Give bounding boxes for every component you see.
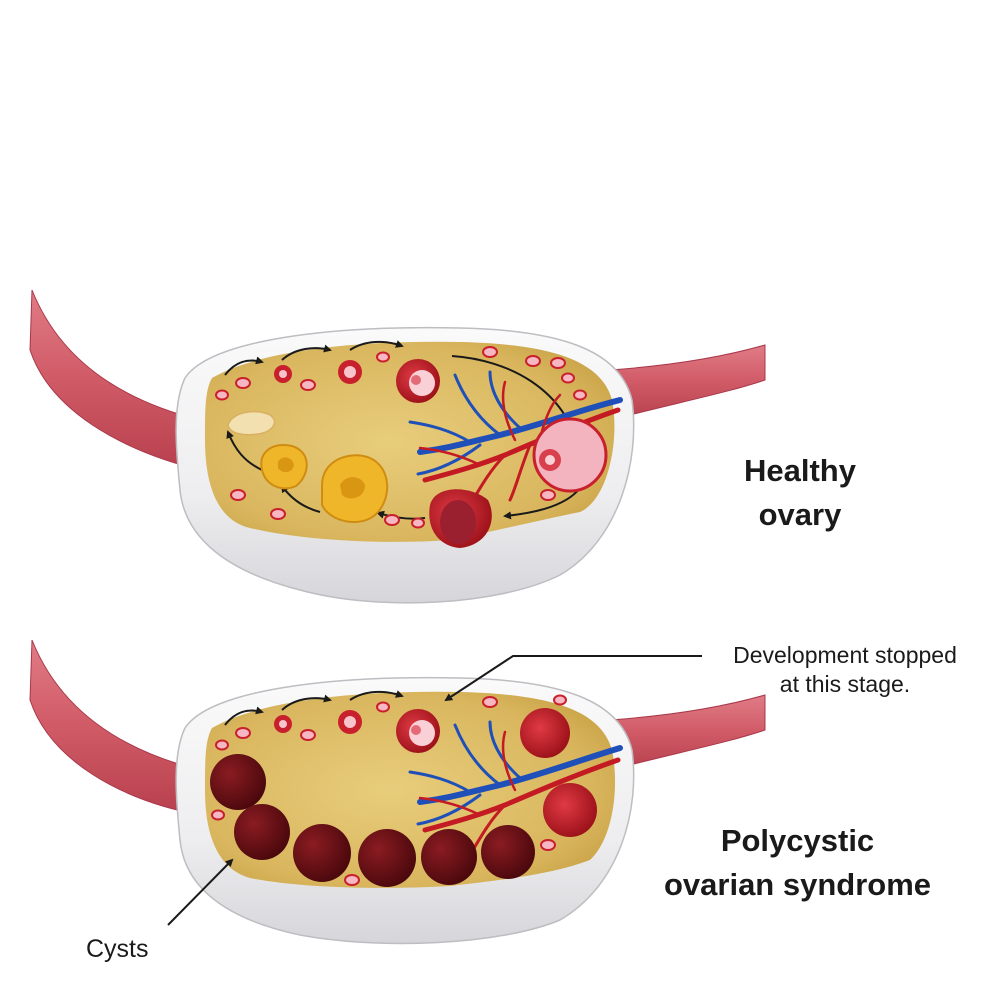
- cysts-label: Cysts: [86, 935, 149, 963]
- right-ligament: [609, 694, 766, 771]
- cycle-arrow: [224, 706, 264, 726]
- growing-follicles: [274, 708, 597, 837]
- pcos-ovary: [29, 639, 766, 945]
- development-note-line1: Development stopped: [733, 642, 957, 668]
- cycle-arrow: [281, 344, 332, 361]
- cycle-arrow: [281, 694, 332, 711]
- mature-follicle: [532, 417, 608, 493]
- primordial-follicles: [215, 346, 587, 529]
- cycle-arrow: [349, 340, 404, 351]
- cysts-pointer: [167, 858, 234, 926]
- pcos-title-line2: ovarian syndrome: [663, 867, 932, 902]
- cycle-arrow: [224, 356, 264, 376]
- ovulating-follicle: [429, 489, 492, 548]
- left-ligament: [29, 639, 201, 816]
- primordial-follicles: [211, 694, 567, 886]
- healthy-title-line2: ovary: [758, 497, 842, 532]
- blood-vessels: [408, 720, 623, 857]
- cycle-arrow: [226, 430, 263, 471]
- healthy-ovary: [29, 289, 766, 604]
- development-stopped-note: Development stopped at this stage.: [700, 641, 990, 699]
- growing-follicles: [274, 359, 440, 403]
- left-ligament: [29, 289, 201, 471]
- development-pointer: [444, 655, 702, 702]
- pcos-title-line1: Polycystic: [720, 823, 875, 858]
- cysts: [210, 754, 535, 887]
- pcos-title: Polycystic ovarian syndrome: [620, 819, 975, 907]
- development-note-line2: at this stage.: [779, 671, 911, 697]
- right-ligament: [609, 344, 766, 421]
- healthy-title-line1: Healthy: [744, 453, 856, 488]
- blood-vessels: [408, 370, 623, 507]
- corpus-luteum: [227, 410, 389, 523]
- healthy-ovary-title: Healthy ovary: [700, 449, 900, 537]
- cycle-arrow: [349, 690, 404, 701]
